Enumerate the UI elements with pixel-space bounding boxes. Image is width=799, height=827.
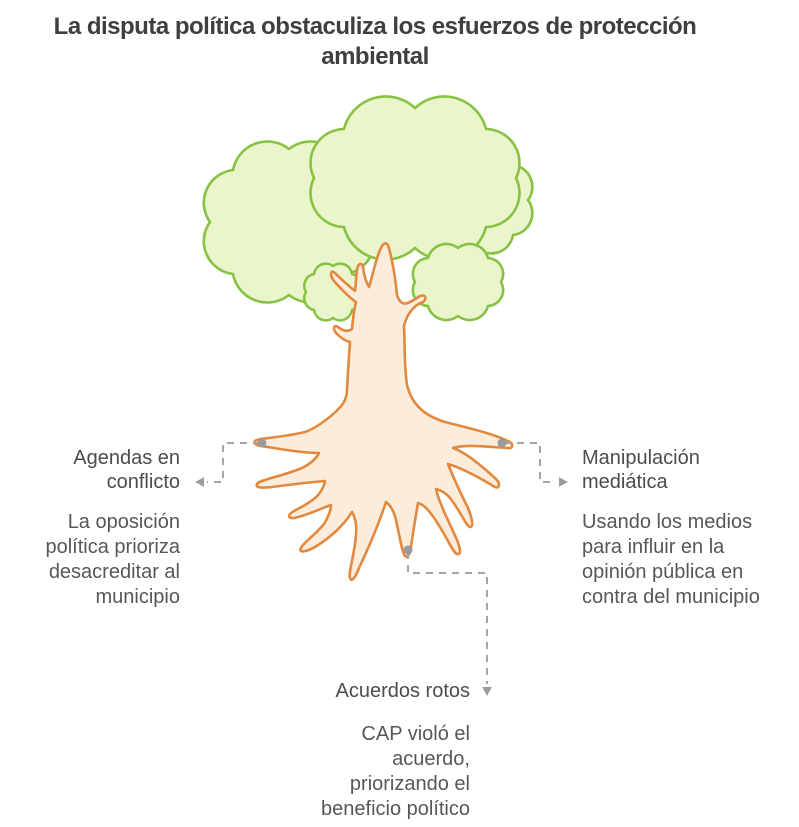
trunk-roots-path [253, 242, 514, 581]
label-bottom-description: CAP violó el acuerdo, priorizando el ben… [321, 723, 470, 820]
label-left-description: La oposición política prioriza desacredi… [45, 511, 180, 608]
foliage-blob-top [309, 95, 521, 261]
label-right-heading: Manipulación mediática [582, 447, 700, 493]
connector-right-arrow [559, 477, 568, 487]
connector-left-line [207, 442, 260, 483]
connector-bottom-dot [403, 545, 413, 555]
label-left-heading: Agendas en conflicto [73, 447, 180, 493]
connector-bottom-line [407, 552, 488, 684]
label-bottom-heading: Acuerdos rotos [335, 680, 470, 702]
connectors [207, 442, 556, 684]
connector-right-dot [497, 438, 507, 448]
tree-trunk-roots [253, 242, 514, 581]
connector-bottom-arrow [482, 687, 492, 696]
foliage-blob-small-right [411, 242, 505, 322]
connector-markers [195, 438, 568, 696]
label-right-description: Usando los medios para influir en la opi… [582, 511, 760, 608]
tree-foliage [202, 95, 534, 322]
connector-left-arrow [195, 477, 204, 487]
page-title: La disputa política obstaculiza los esfu… [53, 13, 697, 70]
connector-right-line [504, 442, 556, 483]
connector-left-dot [257, 438, 267, 448]
